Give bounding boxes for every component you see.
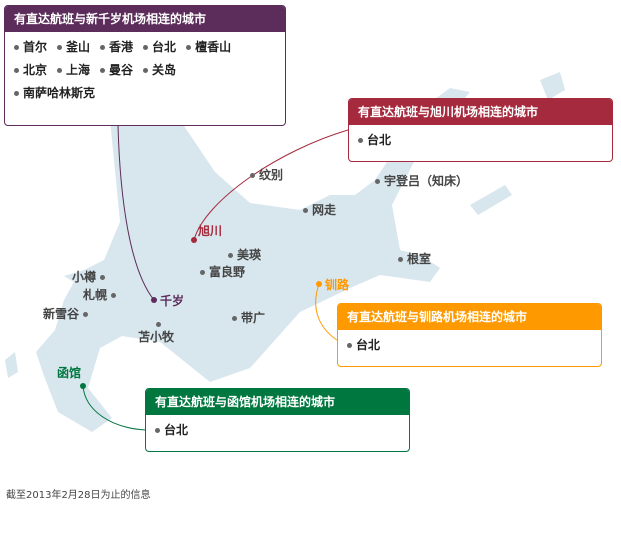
list-item: 台北 — [358, 131, 391, 148]
city-abashiri: 网走 — [303, 201, 336, 218]
list-item: 北京 — [14, 61, 47, 78]
airport-kushiro: 钏路 — [325, 278, 350, 292]
list-item: 檀香山 — [186, 38, 231, 55]
list-item: 台北 — [143, 38, 176, 55]
list-item: 首尔 — [14, 38, 47, 55]
city-nemuro: 根室 — [398, 250, 431, 267]
list-item: 釜山 — [57, 38, 90, 55]
hakodate-box-title: 有直达航班与函馆机场相连的城市 — [146, 389, 409, 415]
city-sapporo: 札幌 — [83, 286, 120, 303]
chitose-box: 有直达航班与新千岁机场相连的城市 首尔釜山香港台北檀香山 北京上海曼谷关岛 南萨… — [4, 5, 286, 126]
city-otaru: 小樽 — [72, 268, 109, 285]
list-item: 台北 — [155, 421, 188, 438]
list-item: 曼谷 — [100, 61, 133, 78]
city-utoro: 宇登吕（知床） — [375, 172, 468, 189]
list-item: 关岛 — [143, 61, 176, 78]
asahikawa-box: 有直达航班与旭川机场相连的城市 台北 — [348, 98, 613, 162]
list-item: 上海 — [57, 61, 90, 78]
kushiro-box-title: 有直达航班与钏路机场相连的城市 — [338, 304, 601, 330]
date-note: 截至2013年2月28日为止的信息 — [6, 490, 151, 501]
airport-chitose: 千岁 — [160, 294, 185, 308]
land — [5, 72, 565, 432]
city-obihiro: 带广 — [232, 309, 265, 326]
airport-hakodate: 函馆 — [57, 366, 82, 380]
dot-tomakomai — [156, 317, 165, 331]
city-niseko: 新雪谷 — [43, 305, 92, 322]
hakodate-box: 有直达航班与函馆机场相连的城市 台北 — [145, 388, 410, 452]
city-tomakomai: 苫小牧 — [138, 330, 175, 344]
list-item: 南萨哈林斯克 — [14, 84, 95, 101]
list-item: 台北 — [347, 336, 380, 353]
city-biei: 美瑛 — [228, 246, 261, 263]
city-furano: 富良野 — [200, 263, 245, 280]
city-monbetsu: 纹别 — [250, 166, 283, 183]
chitose-box-title: 有直达航班与新千岁机场相连的城市 — [5, 6, 285, 32]
kushiro-box: 有直达航班与钏路机场相连的城市 台北 — [337, 303, 602, 367]
asahikawa-box-title: 有直达航班与旭川机场相连的城市 — [349, 99, 612, 125]
list-item: 香港 — [100, 38, 133, 55]
airport-asahikawa: 旭川 — [198, 224, 223, 238]
